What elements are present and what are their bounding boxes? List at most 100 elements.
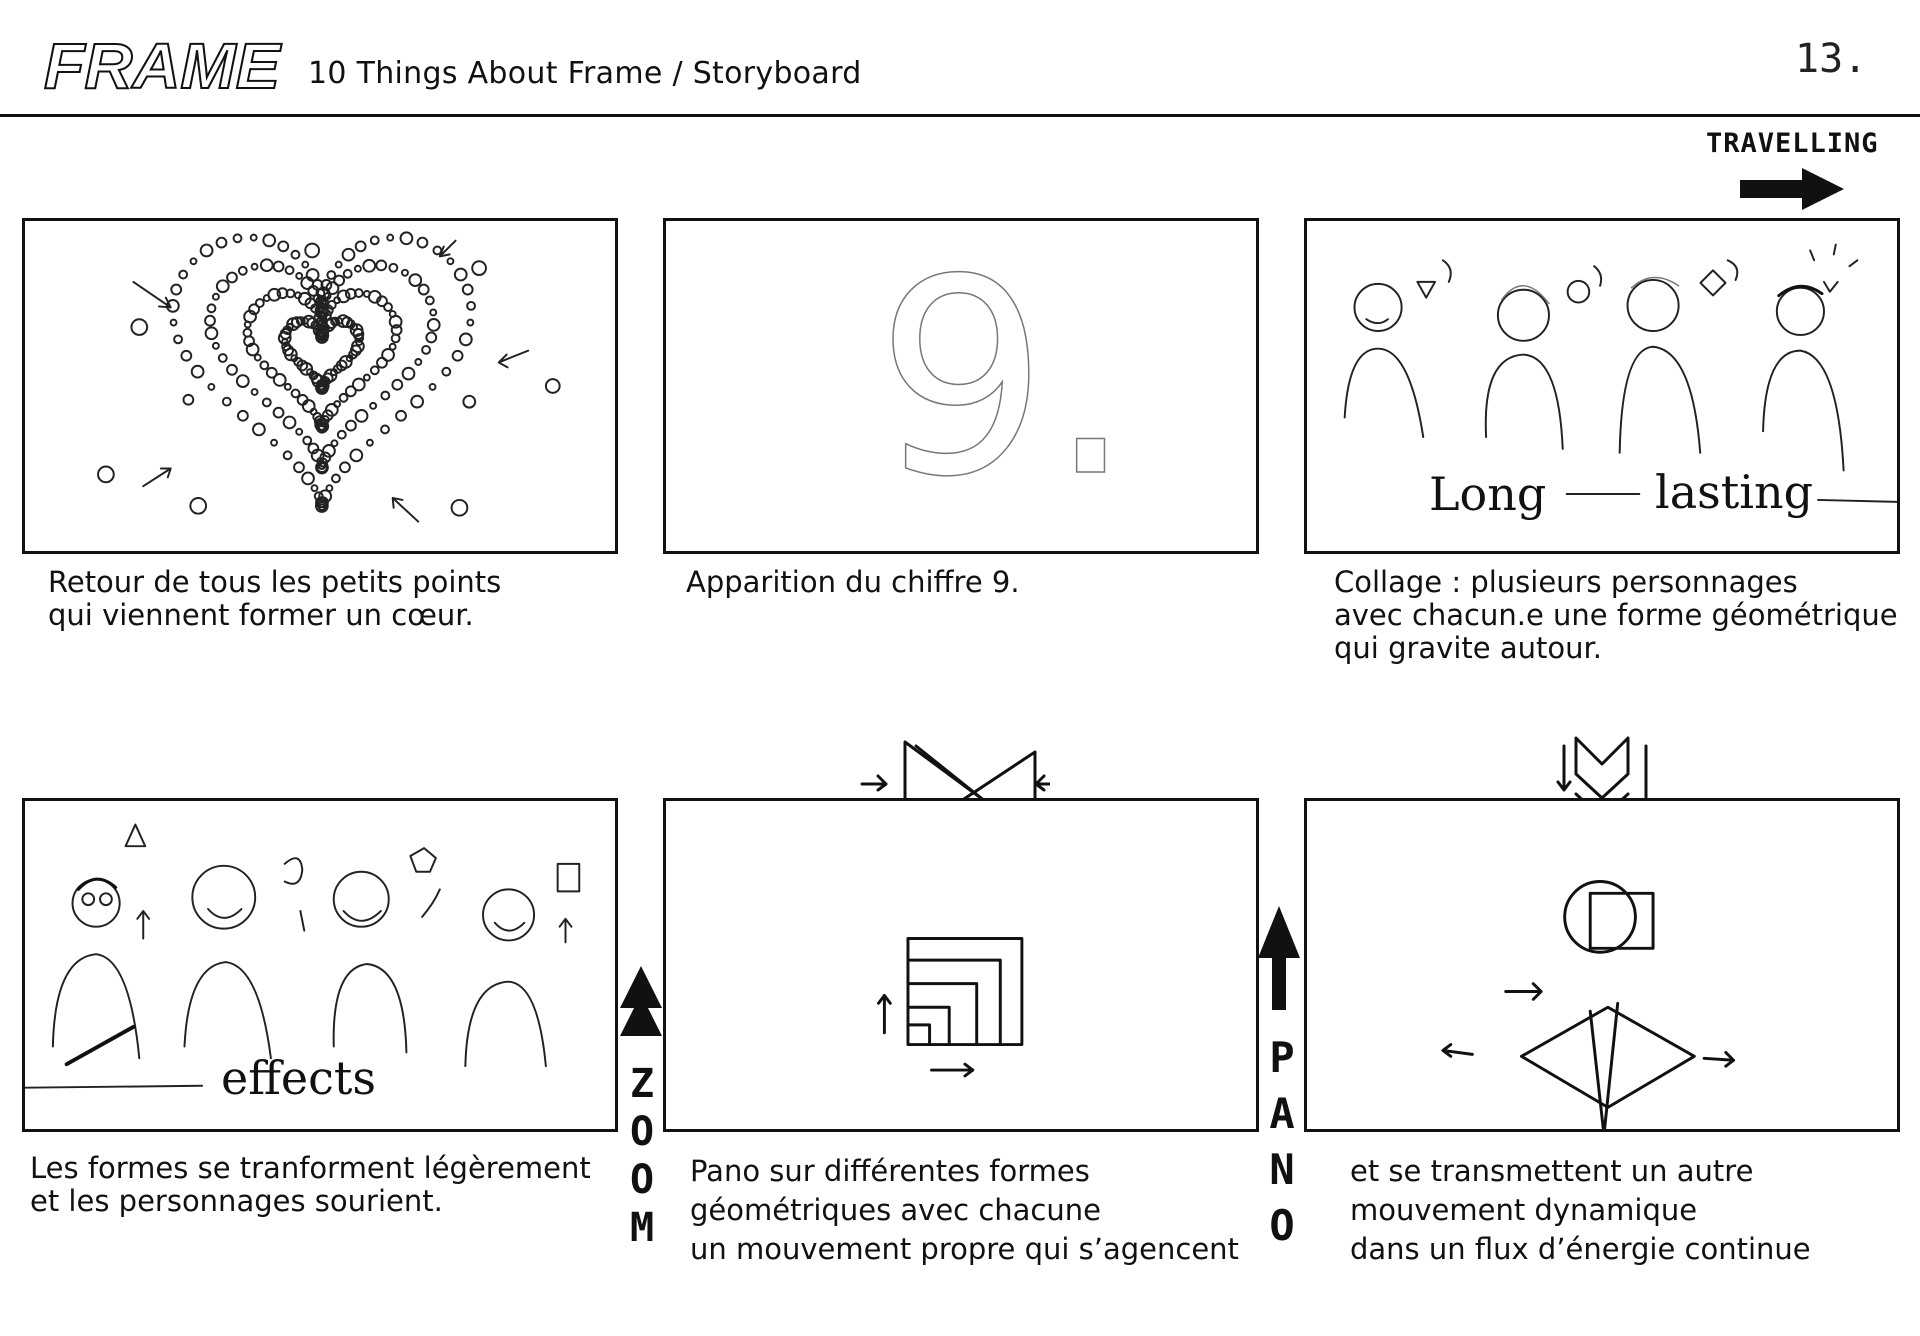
heart-dot — [211, 292, 220, 301]
heart-dot — [325, 281, 340, 296]
heart-dot — [237, 409, 249, 422]
heart-dot — [169, 318, 178, 327]
heart-dot — [333, 274, 346, 287]
heart-dot — [354, 240, 367, 253]
heart-dot — [369, 235, 380, 246]
heart-dot — [345, 354, 354, 363]
page-number: 13. — [1795, 36, 1868, 82]
heart-dot — [381, 347, 395, 362]
panel-6-caption: et se transmettent un autre mouvement dy… — [1350, 1154, 1811, 1266]
characters-sketch — [1343, 243, 1897, 503]
zoom-label: Z O O M — [629, 1061, 655, 1251]
heart-dot — [425, 331, 438, 344]
heart-dot — [341, 247, 356, 262]
heart-dot — [282, 344, 294, 357]
panel-2-caption: Apparition du chiffre 9. — [686, 565, 1020, 599]
heart-dot — [211, 341, 220, 350]
heart-dot — [265, 366, 278, 379]
storyboard-panel-3: Long lasting — [1304, 218, 1900, 554]
heart-dot — [283, 382, 292, 391]
heart-dot — [458, 332, 473, 347]
heart-dot — [417, 283, 430, 296]
travelling-arrow-icon — [1740, 168, 1844, 210]
heart-dot — [375, 259, 388, 272]
heart-dot — [362, 258, 377, 273]
heart-dot — [466, 318, 475, 327]
heart-dot — [277, 240, 290, 253]
heart-dot — [466, 300, 476, 311]
heart-dot — [296, 394, 309, 406]
heart-dot — [249, 233, 258, 242]
heart-dot — [295, 316, 306, 326]
heart-dot — [342, 268, 353, 279]
heart-dot — [365, 438, 374, 447]
heart-dot — [388, 262, 399, 273]
heart-dot — [362, 373, 371, 382]
heart-dot — [369, 401, 378, 410]
heart-dot — [315, 330, 329, 344]
heart-dot — [410, 394, 425, 409]
number-nine-sketch: 9. — [875, 221, 1134, 536]
heart-dot — [301, 399, 316, 413]
heart-dot — [170, 283, 183, 296]
heart-dot — [336, 289, 351, 304]
heart-dot — [313, 491, 324, 502]
heart-dot — [376, 356, 388, 369]
heart-dot — [322, 444, 336, 458]
heart-dot — [313, 415, 326, 428]
heart-dot — [235, 374, 250, 388]
heart-dot — [453, 267, 468, 282]
heart-dot — [250, 262, 259, 271]
heart-dot — [173, 334, 183, 345]
heart-dot — [250, 388, 259, 396]
heart-dot — [262, 233, 277, 248]
heart-dot — [321, 409, 334, 422]
heart-dot — [272, 373, 287, 387]
heart-dot — [206, 303, 217, 314]
heart-dot — [295, 271, 304, 280]
travelling-label: TRAVELLING — [1706, 128, 1879, 159]
zoom-arrow-icon — [620, 966, 662, 1036]
storyboard-panel-1 — [22, 218, 618, 554]
heart-dot — [401, 366, 416, 381]
heart-dot — [215, 279, 230, 294]
dot-heart-sketch — [97, 231, 561, 523]
heart-dot — [293, 461, 305, 474]
heart-dot — [290, 388, 301, 399]
heart-dot — [281, 341, 291, 352]
heart-dot — [190, 364, 205, 379]
heart-dot — [267, 287, 282, 302]
heart-dot — [248, 303, 260, 316]
heart-dot — [429, 308, 438, 317]
heart-dot — [189, 257, 198, 266]
storyboard-panel-4: effects — [22, 798, 618, 1132]
smiling-characters-sketch — [25, 823, 581, 1089]
overlay-word-long: Long — [1429, 467, 1547, 521]
heart-dot — [414, 358, 423, 366]
heart-dot — [310, 484, 319, 493]
page-title: 10 Things About Frame / Storyboard — [308, 56, 862, 91]
heart-dot — [344, 385, 357, 398]
heart-dot — [331, 473, 341, 484]
heart-dot — [242, 327, 253, 338]
heart-dot — [315, 496, 327, 509]
heart-dot — [424, 295, 435, 306]
heart-dot — [180, 349, 193, 362]
heart-dot — [290, 354, 299, 363]
pano-arrow-icon — [1258, 906, 1300, 1010]
heart-dot — [217, 353, 228, 363]
heart-dot — [330, 439, 339, 448]
heart-dot — [330, 316, 341, 327]
heart-dot — [301, 471, 315, 486]
heart-dot — [334, 260, 343, 269]
heart-dot — [391, 378, 404, 391]
heart-dot — [237, 265, 248, 276]
nested-squares-sketch — [877, 937, 1024, 1078]
heart-dot — [259, 360, 270, 371]
heart-dot — [353, 288, 364, 299]
heart-dot — [254, 298, 265, 308]
heart-dot — [204, 314, 216, 327]
heart-dot — [204, 326, 219, 341]
heart-dot — [252, 422, 266, 437]
storyboard-panel-2: 9. — [663, 218, 1259, 554]
